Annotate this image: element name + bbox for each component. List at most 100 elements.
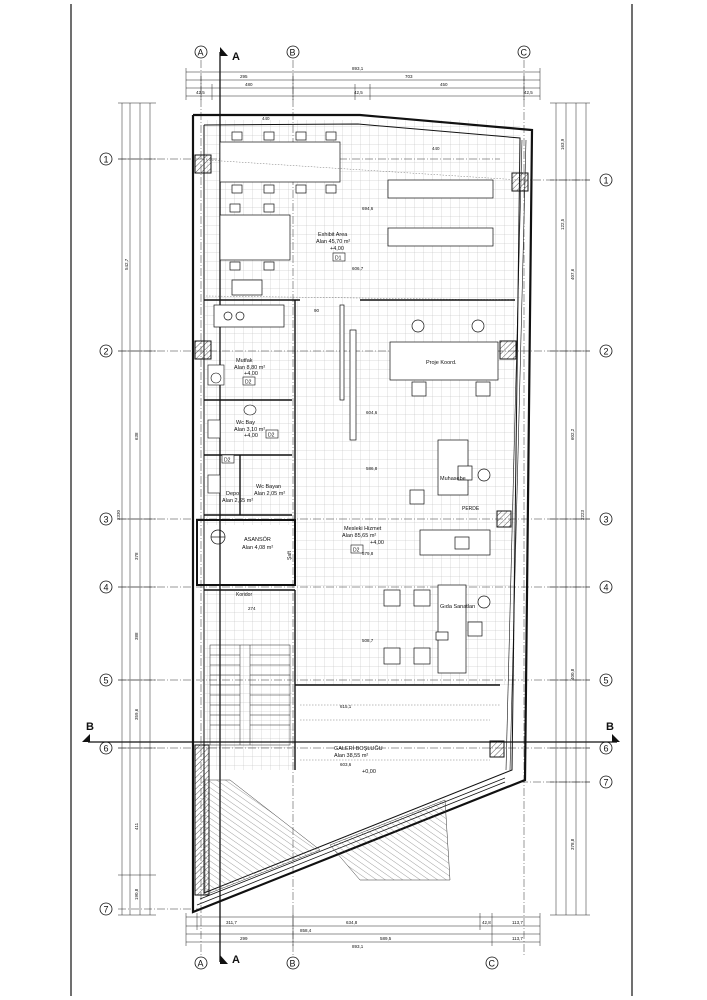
room-kitchen-level: +4,00: [244, 371, 258, 377]
axis-6-right: 6: [604, 744, 609, 754]
inner-dim-2: 440: [432, 146, 440, 151]
room-food-name: Gıda Sanatları: [440, 604, 475, 610]
wc-fixtures: [207, 364, 257, 494]
door-tags: [221, 252, 364, 554]
room-office-area: Alan 85,65 m²: [342, 533, 376, 539]
room-gallery-level: +0,00: [362, 769, 376, 775]
dim-top-c5: 42,5: [524, 90, 533, 95]
dim-left-2: 638: [134, 432, 139, 440]
tag-d3: D2: [224, 458, 231, 464]
dim-bottom-4: 113,7: [512, 920, 523, 925]
gallery-stair-bottom: [329, 799, 451, 881]
dimension-lines-left: [118, 102, 156, 916]
room-exhibit-level: +4,00: [330, 246, 344, 252]
room-office-name: Mesleki Hizmet: [344, 526, 382, 532]
display-counters: [387, 179, 494, 247]
dim-right-2: 122,5: [560, 218, 565, 230]
meeting-table-south: [219, 203, 291, 271]
dim-top-b: 703: [405, 74, 413, 79]
dim-left-6: 411: [134, 822, 139, 830]
section-label-b-left: B: [86, 721, 94, 733]
inner-dim-4: 606,7: [352, 266, 364, 271]
dim-bottom-6: 299: [240, 936, 248, 941]
tag-d4: D2: [353, 548, 360, 554]
inner-dim-9: 615,1: [340, 704, 352, 709]
dim-top-total: 893,1: [352, 66, 364, 71]
dim-left-7: 190,8: [134, 888, 139, 900]
section-label-a-top: A: [232, 51, 240, 63]
room-project-name: Proje Koord.: [426, 360, 457, 366]
inner-dim-8: 508,7: [362, 638, 374, 643]
dim-bottom-3: 42,8: [482, 920, 491, 925]
axis-b-top: B: [290, 48, 296, 58]
axis-1-left: 1: [104, 155, 109, 165]
dim-right-total: 2223: [580, 509, 585, 520]
axis-1-right: 1: [604, 176, 609, 186]
kitchen-counter: [213, 279, 285, 328]
stair: [209, 644, 291, 746]
dim-bottom-5: 858,4: [300, 928, 312, 933]
room-elevator-area: Alan 4,08 m²: [242, 545, 273, 551]
tag-d2: D2: [245, 380, 252, 386]
office-partition-bars: [339, 304, 357, 441]
office-furniture: [383, 319, 499, 674]
dim-left-1: 542,7: [124, 258, 129, 270]
room-wcbay-level: +4,00: [244, 433, 258, 439]
dimension-lines-top: [185, 68, 541, 100]
dim-top-c3: 42,5: [354, 90, 363, 95]
dim-right-4: 602,2: [570, 428, 575, 440]
room-kitchen-name: Mutfak: [236, 358, 253, 364]
axis-a-top: A: [198, 48, 204, 58]
inner-dim-12: 90: [314, 308, 320, 313]
room-wcbayan-area: Alan 2,05 m²: [254, 491, 285, 497]
room-gallery-name: GALERİ BOŞLUĞU: [334, 745, 383, 752]
axis-c-bottom: C: [489, 959, 496, 969]
room-elevator-name: ASANSÖR: [244, 536, 271, 543]
room-exhibit-name: Exhibit Area: [318, 232, 348, 238]
dim-left-total: 2330: [116, 509, 121, 520]
dim-right-6: 378,8: [570, 838, 575, 850]
dim-bottom-1: 311,7: [226, 920, 237, 925]
dim-top-a: 295: [240, 74, 248, 79]
interior-walls: [196, 299, 515, 770]
inner-dim-6: 586,8: [366, 466, 378, 471]
inner-dim-11: 274: [248, 606, 256, 611]
dim-left-5: 359,6: [134, 708, 139, 720]
room-gallery-area: Alan 38,55 m²: [334, 753, 368, 759]
axis-a-bottom: A: [198, 959, 204, 969]
inner-dim-3: 694,6: [362, 206, 374, 211]
axis-bubbles-letters: [194, 45, 531, 970]
dim-bottom-8: 113,7: [512, 936, 523, 941]
window-strip-right: [505, 139, 527, 771]
axis-bubbles-numbers: [99, 152, 613, 916]
section-label-b-right: B: [606, 721, 614, 733]
axis-5-left: 5: [104, 676, 109, 686]
axis-5-right: 5: [604, 676, 609, 686]
dim-bottom-7: 589,5: [380, 936, 392, 941]
room-wcbayan-name: Wc Bayan: [256, 484, 281, 490]
dim-left-4: 388: [134, 632, 139, 640]
gallery-ramp: [204, 779, 321, 896]
dim-right-1: 163,9: [560, 138, 565, 150]
dim-left-3: 378: [134, 552, 139, 560]
room-exhibit-area: Alan 45,70 m²: [316, 239, 350, 245]
tag-d5: D2: [268, 433, 275, 439]
inner-dim-5: 604,6: [366, 410, 378, 415]
dim-bottom-total: 893,1: [352, 944, 364, 949]
axis-4-left: 4: [104, 583, 109, 593]
guide-lines: [205, 159, 521, 761]
section-arrow-a-bottom: [220, 955, 228, 964]
inner-dim-10: 603,6: [340, 762, 352, 767]
note-label: PERDE: [462, 506, 480, 512]
axis-3-right: 3: [604, 515, 609, 525]
section-arrow-a-top: [220, 47, 228, 56]
axis-7-left: 7: [104, 905, 109, 915]
room-wcbay-name: Wc Bay: [236, 420, 255, 426]
dim-top-c2: 480: [245, 82, 253, 87]
axis-c-top: C: [521, 48, 528, 58]
dim-right-5: 400,8: [570, 668, 575, 680]
inner-dim-1: 440: [262, 116, 270, 121]
room-store-name: Depo: [226, 491, 239, 497]
shaft-label: Şaft: [287, 550, 293, 560]
axis-2-left: 2: [104, 347, 109, 357]
